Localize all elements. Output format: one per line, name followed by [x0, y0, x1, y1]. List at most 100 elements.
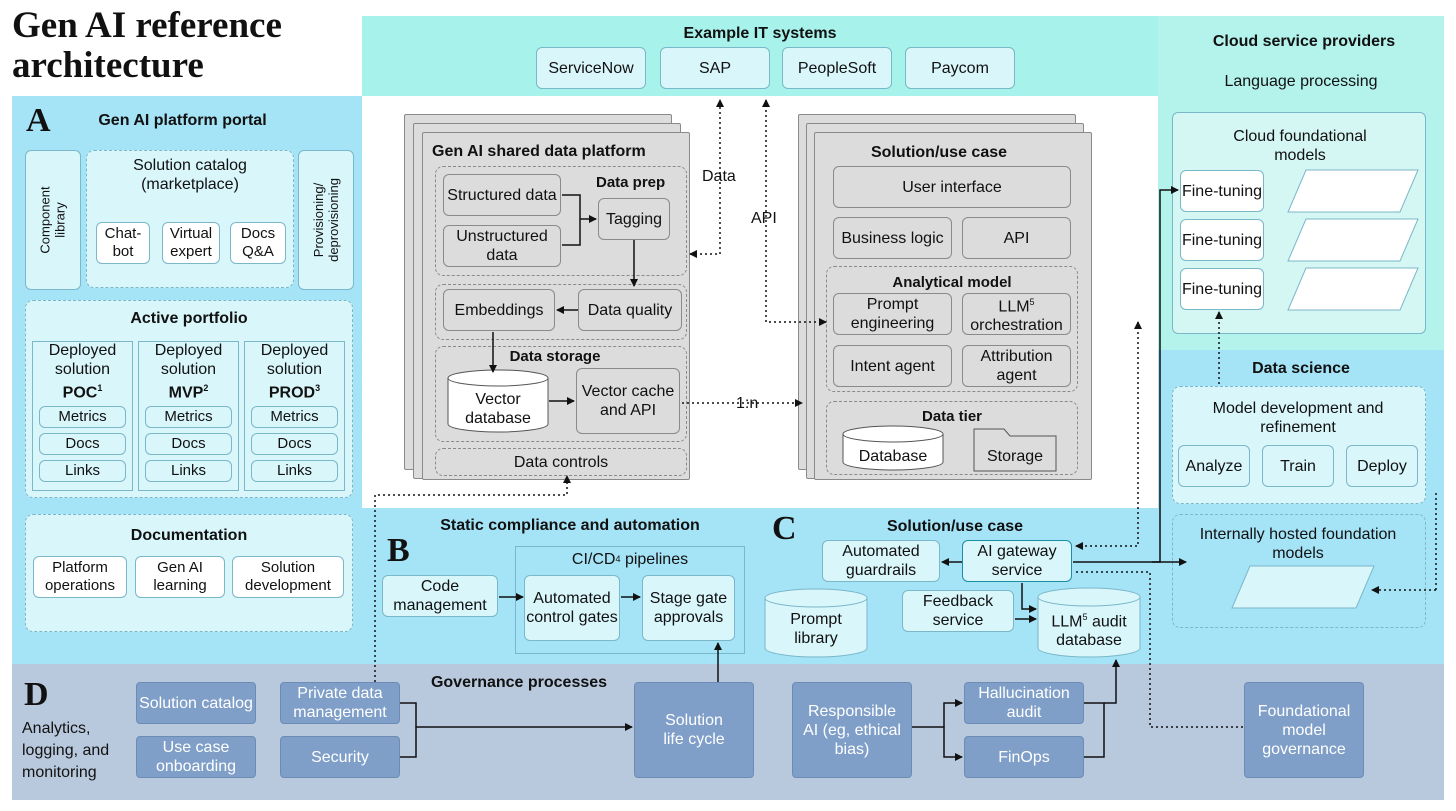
- gov-foundational-model-governance[interactable]: Foundational model governance: [1244, 682, 1364, 778]
- ai-gateway-service[interactable]: AI gateway service: [962, 540, 1072, 582]
- governance-header: Governance processes: [430, 674, 608, 691]
- internal-models-title: Internally hosted foundation models: [1199, 526, 1397, 562]
- connector-1n-label: 1:n: [736, 395, 758, 412]
- compliance-header: Static compliance and automation: [440, 517, 700, 534]
- fine-tuning-2[interactable]: Fine-tuning: [1180, 219, 1264, 261]
- connector-api-label: API: [751, 210, 777, 227]
- it-system-servicenow[interactable]: ServiceNow: [536, 47, 646, 89]
- fine-tuning-3[interactable]: Fine-tuning: [1180, 268, 1264, 310]
- shared-platform-title: Gen AI shared data platform: [432, 143, 646, 160]
- attribution-agent[interactable]: Attribution agent: [962, 345, 1071, 387]
- business-logic[interactable]: Business logic: [833, 217, 952, 259]
- prompt-library-label: Prompt library: [790, 611, 842, 647]
- data-storage-group: [435, 346, 687, 442]
- region-letter-d: D: [24, 676, 49, 713]
- unstructured-data[interactable]: Unstructured data: [443, 225, 561, 267]
- page-title: Gen AI reference architecture: [12, 5, 282, 86]
- llm-audit-db-label: LLM5 audit database: [1051, 611, 1127, 650]
- prod-links[interactable]: Links: [251, 460, 338, 482]
- component-library[interactable]: Component library: [25, 150, 81, 290]
- gov-hallucination-audit[interactable]: Hallucination audit: [964, 682, 1084, 724]
- fine-tuning-1[interactable]: Fine-tuning: [1180, 170, 1264, 212]
- provisioning[interactable]: Provisioning/ deprovisioning: [298, 150, 354, 290]
- step-analyze[interactable]: Analyze: [1178, 445, 1250, 487]
- gov-solution-catalog[interactable]: Solution catalog: [136, 682, 256, 724]
- it-system-paycom[interactable]: Paycom: [905, 47, 1015, 89]
- solution-catalog: [86, 150, 294, 288]
- data-science-header: Data science: [1252, 360, 1350, 377]
- structured-data[interactable]: Structured data: [443, 174, 561, 216]
- database-label: Database: [858, 447, 928, 465]
- model-bedrock-label: Bedrock: [1315, 182, 1375, 200]
- poc-docs[interactable]: Docs: [39, 433, 126, 455]
- documentation-title: Documentation: [130, 527, 248, 544]
- data-quality[interactable]: Data quality: [578, 289, 682, 331]
- prod-docs[interactable]: Docs: [251, 433, 338, 455]
- embeddings-group: [435, 284, 687, 340]
- catalog-item-chatbot[interactable]: Chat-bot: [96, 222, 150, 264]
- analytical-model-title: Analytical model: [892, 273, 1012, 291]
- cloud-subheader: Language processing: [1224, 72, 1378, 90]
- poc-metrics[interactable]: Metrics: [39, 406, 126, 428]
- gov-solution-life-cycle[interactable]: Solution life cycle: [634, 682, 754, 778]
- gov-responsible-ai[interactable]: Responsible AI (eg, ethical bias): [792, 682, 912, 778]
- active-portfolio-title: Active portfolio: [130, 310, 248, 327]
- internal-models: [1172, 514, 1426, 628]
- vector-db-label: Vector database: [465, 391, 531, 427]
- vector-cache-api[interactable]: Vector cache and API: [576, 368, 680, 434]
- gov-finops[interactable]: FinOps: [964, 736, 1084, 778]
- prompt-engineering[interactable]: Prompt engineering: [833, 293, 952, 335]
- catalog-item-virtual-expert[interactable]: Virtual expert: [162, 222, 220, 264]
- mvp-docs[interactable]: Docs: [145, 433, 232, 455]
- intent-agent[interactable]: Intent agent: [833, 345, 952, 387]
- data-controls[interactable]: Data controls: [435, 448, 687, 476]
- code-management[interactable]: Code management: [382, 575, 498, 617]
- automated-control-gates[interactable]: Automated control gates: [524, 575, 620, 641]
- region-letter-a: A: [26, 102, 51, 139]
- model-vertex-label: Vertex: [1322, 280, 1368, 298]
- catalog-item-docs-qa[interactable]: Docs Q&A: [230, 222, 286, 264]
- doc-gen-ai-learning[interactable]: Gen AI learning: [135, 556, 225, 598]
- cloud-header: Cloud service providers: [1212, 33, 1396, 50]
- feedback-service[interactable]: Feedback service: [902, 590, 1014, 632]
- data-storage-title: Data storage: [509, 347, 601, 365]
- embeddings[interactable]: Embeddings: [443, 289, 555, 331]
- gov-security[interactable]: Security: [280, 736, 400, 778]
- doc-solution-development[interactable]: Solution development: [232, 556, 344, 598]
- governance-left-label: Analytics, logging, and monitoring: [22, 720, 110, 781]
- gov-private-data[interactable]: Private data management: [280, 682, 400, 724]
- poc-links[interactable]: Links: [39, 460, 126, 482]
- it-system-peoplesoft[interactable]: PeopleSoft: [782, 47, 892, 89]
- model-development-title: Model development and refinement: [1212, 400, 1384, 436]
- cloud-foundational-title: Cloud foundational models: [1233, 128, 1367, 164]
- connector-labels: Data API 1:n: [702, 168, 777, 412]
- step-deploy[interactable]: Deploy: [1346, 445, 1418, 487]
- solution-c-header: Solution/use case: [886, 518, 1024, 535]
- it-system-sap[interactable]: SAP: [660, 47, 770, 89]
- tagging[interactable]: Tagging: [598, 198, 670, 240]
- doc-platform-operations[interactable]: Platform operations: [33, 556, 127, 598]
- data-tier-title: Data tier: [921, 407, 983, 425]
- llm-orchestration[interactable]: LLM5 orchestration: [962, 293, 1071, 335]
- portal-header: Gen AI platform portal: [98, 112, 267, 129]
- automated-guardrails[interactable]: Automated guardrails: [822, 540, 940, 582]
- solution-api[interactable]: API: [962, 217, 1071, 259]
- prod-metrics[interactable]: Metrics: [251, 406, 338, 428]
- deployed-solution-poc: [32, 341, 133, 491]
- solution-title: Solution/use case: [870, 144, 1008, 161]
- deployed-solution-mvp: [138, 341, 239, 491]
- step-train[interactable]: Train: [1262, 445, 1334, 487]
- stage-gate-approvals[interactable]: Stage gate approvals: [642, 575, 735, 641]
- mvp-metrics[interactable]: Metrics: [145, 406, 232, 428]
- gov-use-case-onboarding[interactable]: Use case onboarding: [136, 736, 256, 778]
- mvp-links[interactable]: Links: [145, 460, 232, 482]
- storage-label: Storage: [986, 447, 1044, 465]
- solution-catalog-title: Solution catalog (marketplace): [133, 157, 247, 193]
- user-interface[interactable]: User interface: [833, 166, 1071, 208]
